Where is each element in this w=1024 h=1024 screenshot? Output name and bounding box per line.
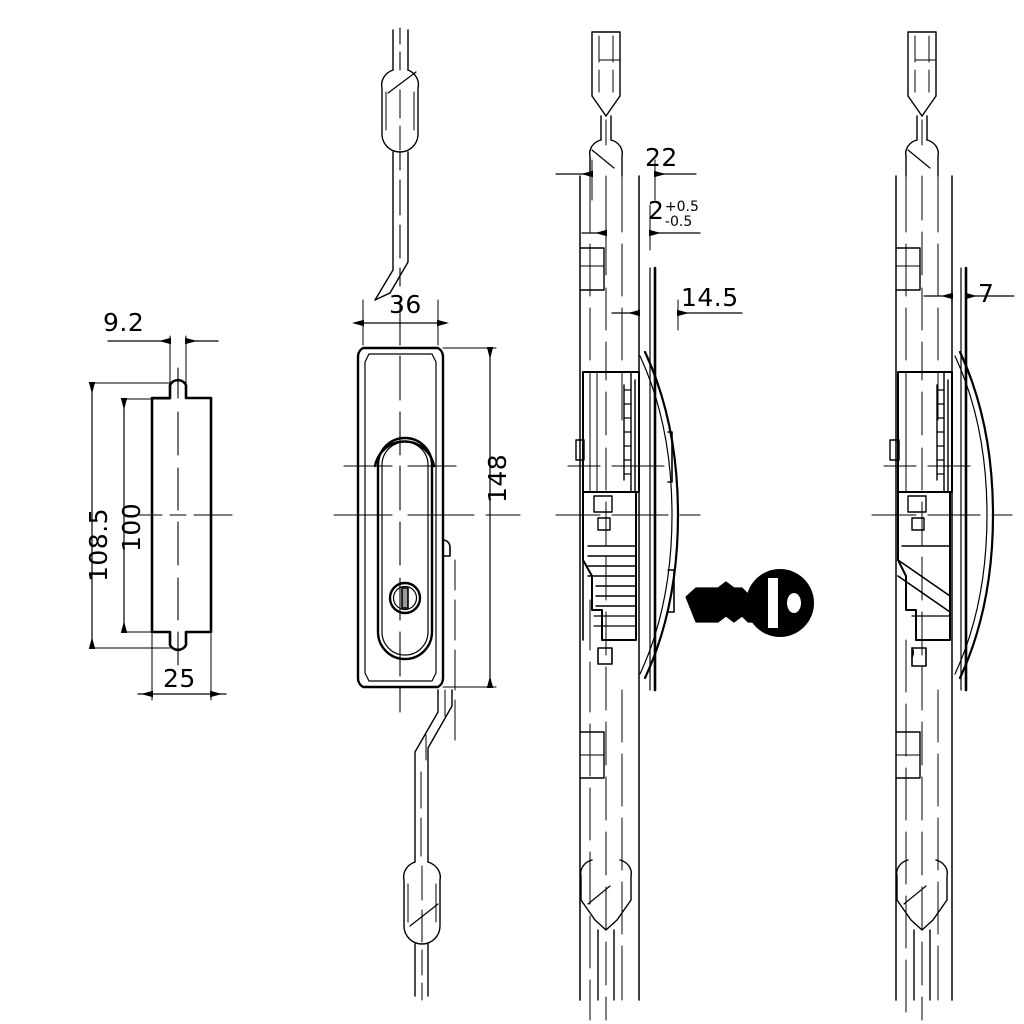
- side-section-handle-curve-inner: [639, 355, 673, 675]
- front-view-lock-cylinder: [388, 581, 422, 615]
- front-view-lower-rod: [402, 689, 453, 1001]
- tolerance-nominal: 2: [648, 196, 664, 225]
- view-side-section: [555, 31, 743, 1021]
- side-section-bracket-upper: [579, 247, 605, 291]
- front-view-plate-outer: [356, 346, 445, 689]
- side-view-handle-curve-inner: [954, 355, 988, 675]
- dim-label-2-tolerance: 2+0.5-0.5: [648, 196, 699, 229]
- ext-lines-25: [151, 633, 212, 701]
- side-view-upper-rod: [905, 31, 939, 177]
- dim-label-25: 25: [163, 664, 196, 693]
- dim-label-148: 148: [483, 453, 512, 503]
- view-front: [333, 27, 521, 1001]
- dim-label-22: 22: [645, 143, 678, 172]
- ext-lines-2-tol: [605, 204, 651, 251]
- side-section-lower-rod: [580, 859, 632, 1001]
- ext-lines-108-5: [91, 382, 171, 649]
- side-view-lower-rod: [896, 859, 948, 1001]
- tolerance-lower: -0.5: [664, 213, 693, 230]
- dim-label-36: 36: [389, 290, 422, 319]
- ext-lines-148: [442, 347, 497, 688]
- side-section-mechanism: [575, 371, 640, 665]
- dim-label-9-2: 9.2: [103, 308, 145, 337]
- dim-label-14-5: 14.5: [681, 283, 739, 312]
- ext-lines-22: [591, 159, 656, 201]
- side-view-bracket-upper: [895, 247, 921, 291]
- dim-label-7: 7: [978, 279, 995, 308]
- front-view-handle-slot: [376, 436, 434, 661]
- side-section-upper-rod: [589, 31, 623, 177]
- side-view-mechanism: [889, 371, 953, 667]
- view-left-section: [88, 335, 233, 701]
- dim-label-100: 100: [117, 502, 146, 552]
- dim-label-108-5: 108.5: [84, 507, 113, 582]
- front-view-handle-lip: [373, 440, 436, 468]
- side-section-edge-nub-2: [667, 569, 675, 613]
- key-bow-slot: [768, 578, 778, 628]
- front-view-latch-nub: [442, 539, 451, 557]
- side-section-handle-curve: [643, 350, 680, 680]
- front-view-upper-rod: [374, 27, 420, 301]
- key-bow-hole: [787, 593, 801, 613]
- front-view-handle-slot-inner: [381, 441, 429, 656]
- view-side: [871, 31, 1015, 1021]
- front-view-lock-keyway: [401, 587, 409, 609]
- tolerance-upper: +0.5: [664, 198, 699, 215]
- front-view-lock-cylinder-inner: [392, 585, 418, 611]
- key-icon: [685, 569, 814, 637]
- ext-lines-14-5: [638, 299, 679, 331]
- key-bow: [746, 569, 814, 637]
- left-view-body-outline: [150, 378, 213, 652]
- side-section-edge-nub: [667, 431, 673, 483]
- ext-lines-7: [951, 269, 967, 311]
- ext-lines-100: [123, 398, 171, 633]
- tolerance-limits: +0.5-0.5: [665, 200, 699, 229]
